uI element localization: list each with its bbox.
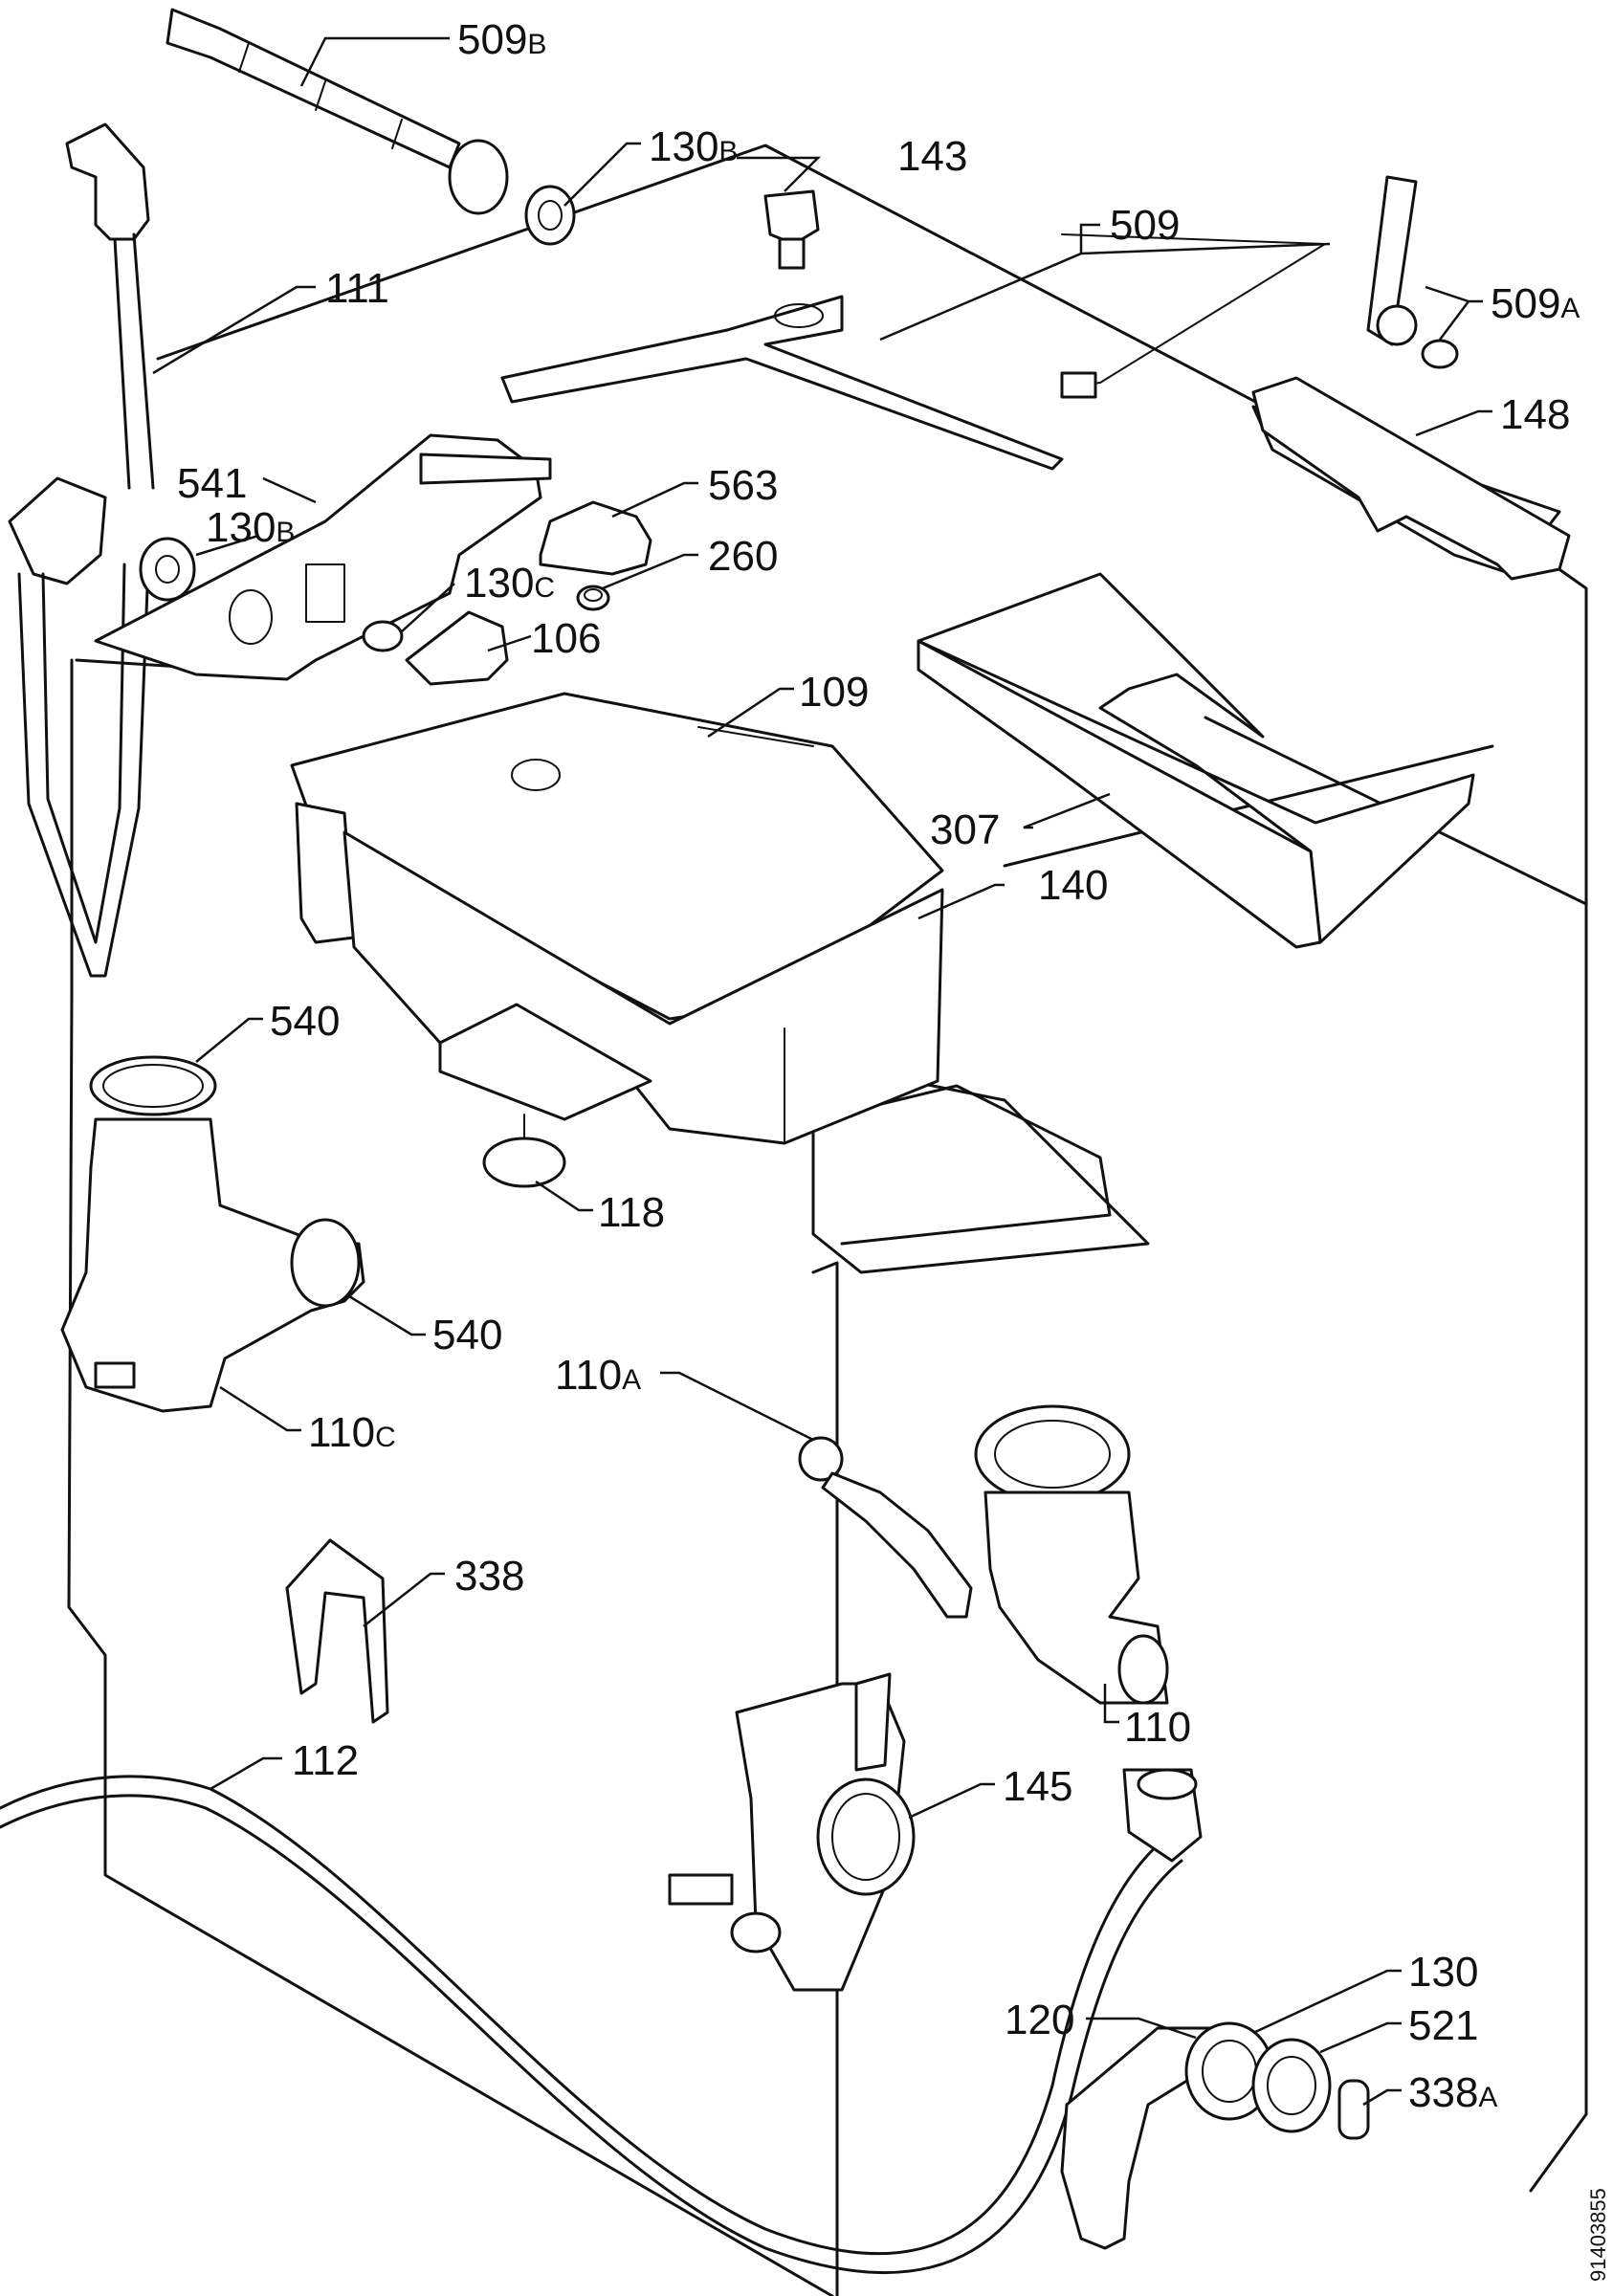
label-110c: 110C bbox=[308, 1409, 396, 1456]
label-112: 112 bbox=[292, 1737, 359, 1784]
part-110a-small-hose bbox=[798, 1436, 973, 1619]
part-118-gear bbox=[482, 1114, 566, 1188]
part-541-bracket bbox=[94, 433, 552, 681]
part-509b-inlet-valve-pipe bbox=[166, 8, 576, 246]
part-110-bellow bbox=[974, 1404, 1169, 1705]
label-109: 109 bbox=[799, 669, 869, 716]
part-509-lever-arm bbox=[500, 295, 1064, 471]
part-130c-spring bbox=[362, 620, 404, 652]
part-521-filter-cap bbox=[1251, 2038, 1332, 2133]
part-120-filter bbox=[1060, 2026, 1212, 2250]
label-338a: 338A bbox=[1408, 2069, 1497, 2116]
label-130: 130 bbox=[1408, 1949, 1478, 1996]
label-509b: 509B bbox=[457, 16, 546, 63]
label-110: 110 bbox=[1124, 1704, 1191, 1751]
label-540-mid: 540 bbox=[432, 1312, 502, 1358]
part-143-knob bbox=[763, 189, 820, 270]
label-145: 145 bbox=[1003, 1763, 1072, 1810]
leader-lines bbox=[152, 36, 1492, 2107]
label-509a: 509A bbox=[1491, 280, 1580, 327]
label-110a: 110A bbox=[555, 1352, 641, 1399]
part-number-labels: 509B 130B 143 509 111 509A 148 541 563 1… bbox=[177, 16, 1580, 2116]
label-130b-top: 130B bbox=[649, 123, 738, 170]
part-540-hose-clamp bbox=[89, 1055, 217, 1116]
label-130c: 130C bbox=[464, 560, 555, 607]
label-111: 111 bbox=[325, 265, 389, 312]
label-118: 118 bbox=[598, 1189, 665, 1236]
label-509: 509 bbox=[1110, 202, 1180, 249]
part-148-drawer-handle bbox=[1251, 376, 1571, 581]
part-338a-plug bbox=[1337, 2079, 1370, 2140]
part-509-rod bbox=[1060, 233, 1326, 399]
label-540-top: 540 bbox=[270, 998, 340, 1045]
label-148: 148 bbox=[1500, 391, 1570, 438]
part-112-drain-hose bbox=[0, 1768, 1203, 2274]
label-143: 143 bbox=[897, 133, 967, 180]
label-260: 260 bbox=[708, 533, 778, 580]
part-260-spring bbox=[576, 585, 610, 611]
part-338-hose-guide bbox=[285, 1538, 389, 1724]
part-106-clip bbox=[405, 610, 509, 686]
drawing-code: 91403855 bbox=[1586, 2188, 1610, 2282]
part-145-drain-pump bbox=[668, 1672, 916, 1992]
label-106: 106 bbox=[531, 615, 601, 662]
label-338: 338 bbox=[454, 1553, 524, 1600]
label-130b-mid: 130B bbox=[206, 504, 295, 551]
label-120: 120 bbox=[1005, 1997, 1074, 2043]
part-563-cover bbox=[539, 500, 652, 576]
label-541: 541 bbox=[177, 460, 247, 507]
label-521: 521 bbox=[1408, 2002, 1478, 2049]
part-140-dispenser-housing bbox=[295, 802, 944, 1145]
part-110c-sump-bellow bbox=[60, 1117, 365, 1413]
part-111-inlet-hose bbox=[8, 122, 155, 978]
part-509a-linkage bbox=[1366, 175, 1459, 369]
part-130b-nut bbox=[139, 537, 196, 602]
label-563: 563 bbox=[708, 462, 778, 509]
label-307: 307 bbox=[930, 806, 1000, 853]
label-140: 140 bbox=[1038, 862, 1108, 909]
